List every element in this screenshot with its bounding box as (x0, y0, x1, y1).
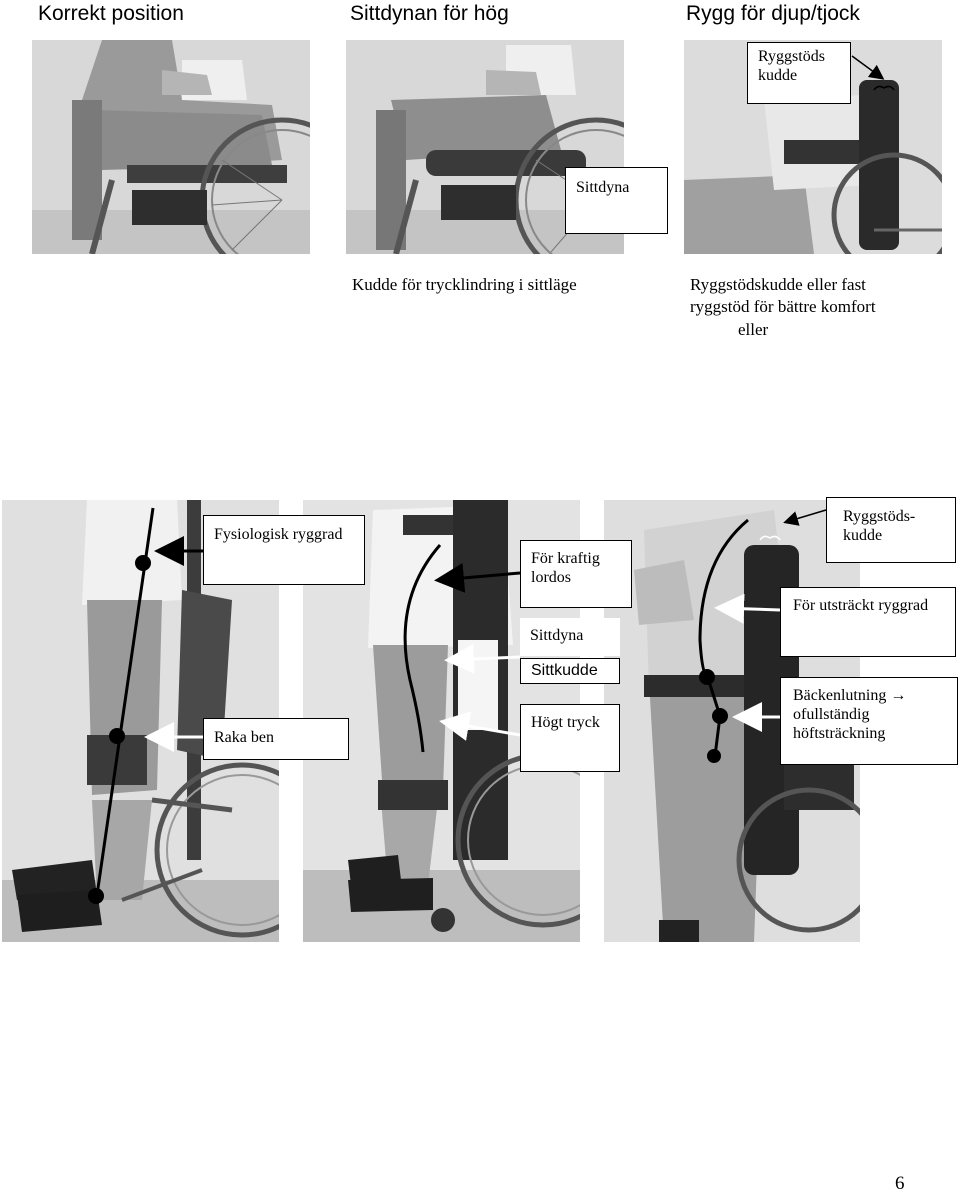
heading-correct-position: Korrekt position (38, 2, 184, 25)
label-fysiologisk-ryggrad: Fysiologisk ryggrad (203, 515, 365, 585)
label-raka-ben: Raka ben (203, 718, 349, 760)
heading-back-too-deep: Rygg för djup/tjock (686, 2, 860, 25)
label-ryggstodskudde-bottom: Ryggstöds-kudde (826, 497, 956, 563)
label-sittdyna-top: Sittdyna (565, 167, 668, 234)
caption-pressure-cushion: Kudde för trycklindring i sittläge (352, 275, 577, 294)
label-sittdyna-bottom: Sittdyna (520, 618, 620, 656)
label-ryggstods-kudde: Ryggstöds kudde (747, 42, 851, 104)
caption-back-cushion-line1: Ryggstödskudde eller fast (690, 275, 866, 294)
page-number: 6 (895, 1173, 905, 1194)
photo-correct-seated (32, 40, 310, 254)
caption-back-cushion-line3: eller (738, 320, 769, 339)
caption-back-cushion-line2: ryggstöd för bättre komfort (690, 297, 876, 316)
label-for-kraftig-lordos: För kraftig lordos (520, 540, 632, 608)
label-for-utstrackt-ryggrad: För utsträckt ryggrad (780, 587, 956, 657)
photo-seat-too-high (346, 40, 624, 254)
heading-seat-too-high: Sittdynan för hög (350, 2, 509, 25)
label-backenlutning-box: Bäckenlutning → ofullständig höftsträckn… (780, 677, 958, 765)
label-sittkudde: Sittkudde (520, 658, 620, 684)
label-backenlutning: Bäckenlutning → (793, 687, 907, 704)
label-hogt-tryck: Högt tryck (520, 704, 620, 772)
label-ofullstandig-hoftstrackning: ofullständig höftsträckning (793, 706, 886, 742)
